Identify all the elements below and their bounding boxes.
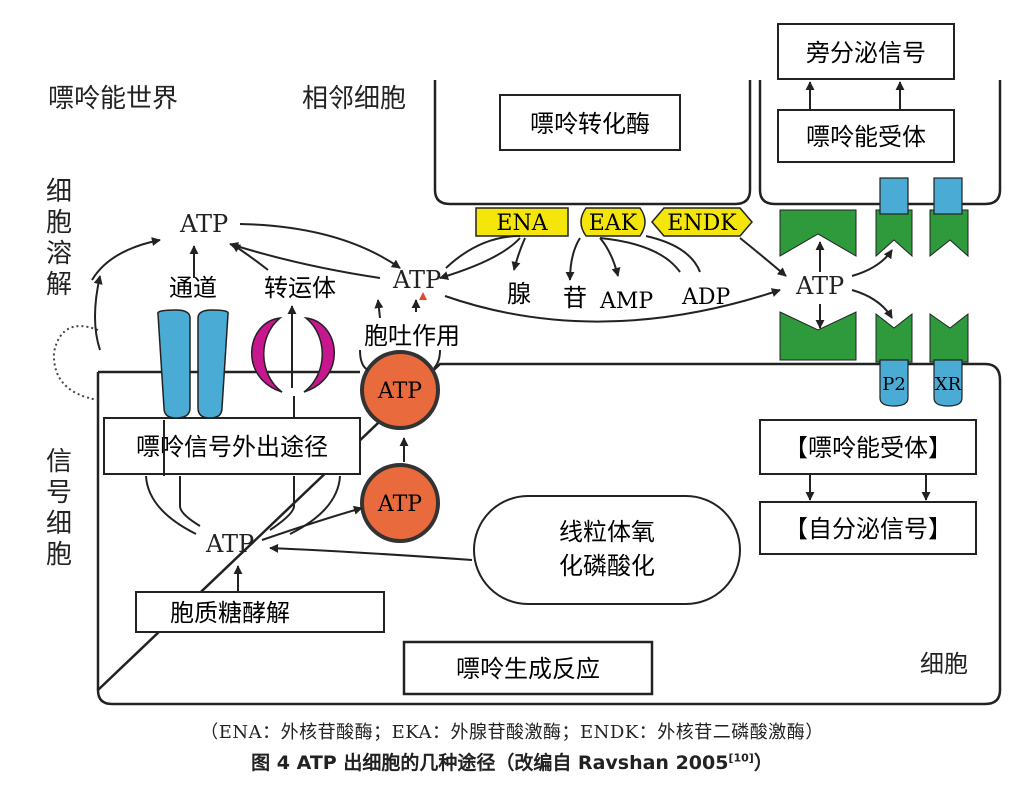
purinergic-receptor-top-box: 嘌呤能受体 — [777, 109, 955, 163]
signal-cell-membrane — [96, 362, 1002, 706]
purine-converting-enzyme-box: 嘌呤转化酶 — [499, 94, 681, 151]
glycolysis-box: 胞质糖酵解 — [135, 591, 385, 633]
p2-label: P2 — [882, 374, 906, 395]
eak-label: EAK — [589, 211, 638, 236]
caption-title-text: 图 4 ATP 出细胞的几种途径（改编自 Ravshan 2005 — [251, 752, 729, 774]
purine-converting-enzyme-label: 嘌呤转化酶 — [530, 110, 650, 138]
receptor-upper-right — [929, 177, 969, 258]
eak-enzyme: EAK — [580, 207, 646, 237]
oxphos-box: 线粒体氧 化磷酸化 — [473, 495, 741, 605]
transporter-label: 转运体 — [264, 274, 336, 302]
receptor-bracket-label: 【嘌呤能受体】 — [784, 434, 952, 462]
vesicle-2: ATP — [360, 463, 440, 543]
caption-title: 图 4 ATP 出细胞的几种途径（改编自 Ravshan 2005[10]） — [0, 748, 1024, 775]
endk-label: ENDK — [667, 211, 737, 236]
channel-protein — [157, 309, 229, 419]
purinergic-receptor-top-label: 嘌呤能受体 — [806, 123, 926, 151]
ena-enzyme: ENA — [475, 207, 569, 237]
amp-label: AMP — [599, 289, 653, 314]
oxphos-line-2: 化磷酸化 — [559, 552, 655, 580]
adenosine-label: 腺 — [507, 280, 531, 308]
signal-cell-char-1: 信 — [46, 447, 72, 477]
cell-label: 细胞 — [920, 650, 968, 678]
caption-ref: [10] — [728, 751, 754, 765]
glycolysis-label: 胞质糖酵解 — [170, 599, 290, 627]
lysis-char-4: 解 — [46, 270, 72, 300]
lysis-char-3: 溶 — [46, 239, 72, 269]
neighbor-cell-label: 相邻细胞 — [302, 84, 406, 114]
paracrine-signal-label: 旁分泌信号 — [806, 39, 926, 67]
signal-cell-char-2: 号 — [46, 478, 72, 508]
signal-cell-char-3: 细 — [46, 509, 72, 539]
atp-center-marker — [419, 292, 427, 300]
nucleoside-label: 苷 — [563, 284, 587, 312]
autocrine-signal-label: 【自分泌信号】 — [784, 515, 952, 543]
caption-close: ） — [753, 752, 773, 774]
vesicle-2-label: ATP — [377, 492, 422, 517]
neighbor-cell-membrane-1 — [433, 80, 752, 206]
exocytosis-label: 胞吐作用 — [364, 322, 460, 350]
receptor-bracket-box: 【嘌呤能受体】 — [759, 419, 977, 475]
atp-right: ATP — [795, 272, 844, 300]
endk-enzyme: ENDK — [651, 207, 753, 237]
ena-label: ENA — [496, 211, 548, 236]
export-pathway-label: 嘌呤信号外出途径 — [136, 433, 328, 461]
purinergic-world-label: 嘌呤能世界 — [48, 84, 178, 114]
lysis-char-1: 细 — [46, 177, 72, 207]
oxphos-line-1: 线粒体氧 — [559, 518, 655, 546]
purine-generation-label: 嘌呤生成反应 — [456, 655, 600, 683]
lysis-char-2: 胞 — [46, 208, 72, 238]
atp-center: ATP — [392, 266, 441, 294]
vesicle-1-label: ATP — [377, 379, 422, 404]
caption-abbreviations: （ENA：外核苷酸酶；EKA：外腺苷酸激酶；ENDK：外核苷二磷酸激酶） — [200, 722, 824, 743]
purine-generation-box: 嘌呤生成反应 — [402, 640, 654, 696]
signal-cell-char-4: 胞 — [46, 540, 72, 570]
xr-label: XR — [935, 374, 962, 395]
paracrine-signal-box: 旁分泌信号 — [777, 23, 955, 80]
atp-release-diagram: 嘌呤能世界 相邻细胞 细胞 细 胞 溶 解 信 号 细 胞 嘌呤转化酶 旁分泌信… — [46, 23, 1002, 706]
lysis-label: 细 胞 溶 解 — [46, 177, 72, 300]
p2-receptor: P2 — [875, 312, 913, 407]
autocrine-signal-box: 【自分泌信号】 — [759, 501, 977, 555]
transporter-protein — [251, 316, 335, 393]
export-pathway-box: 嘌呤信号外出途径 — [103, 417, 361, 475]
pathway-arrows — [91, 223, 893, 592]
atp-intracellular: ATP — [205, 530, 254, 558]
receptor-upper-left — [779, 209, 857, 257]
receptor-lower-left — [779, 311, 857, 361]
vesicle-1: ATP — [360, 350, 440, 430]
channel-label: 通道 — [169, 274, 217, 302]
receptor-upper-mid — [875, 177, 913, 258]
xr-receptor: XR — [929, 312, 969, 407]
lysis-dotted-bulge — [52, 325, 99, 401]
atp-upper-left: ATP — [179, 210, 228, 238]
signal-cell-label: 信 号 细 胞 — [46, 447, 72, 570]
